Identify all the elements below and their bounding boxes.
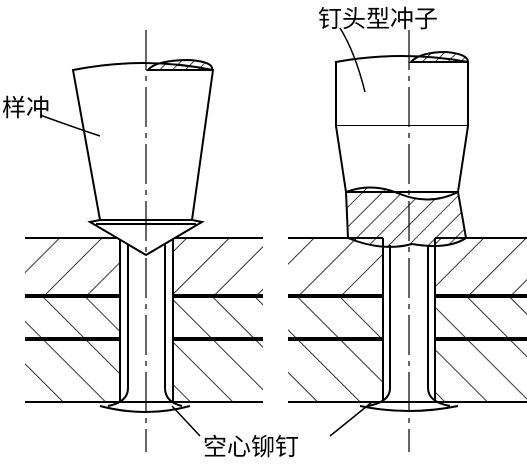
- left-plate-stack: [25, 237, 263, 403]
- sample-punch: [71, 58, 215, 257]
- leader-rivet-right: [329, 401, 373, 437]
- label-sample-punch: 样冲: [2, 94, 50, 122]
- leader-rivet-left: [171, 405, 201, 437]
- label-nail-head-punch: 钉头型冲子: [318, 5, 438, 33]
- label-hollow-rivet: 空心铆钉: [203, 433, 299, 461]
- right-plate-stack: [288, 237, 527, 403]
- leader-sample-punch: [39, 114, 101, 137]
- nail-head-punch: [335, 50, 470, 248]
- leader-nail-head-punch: [339, 27, 366, 93]
